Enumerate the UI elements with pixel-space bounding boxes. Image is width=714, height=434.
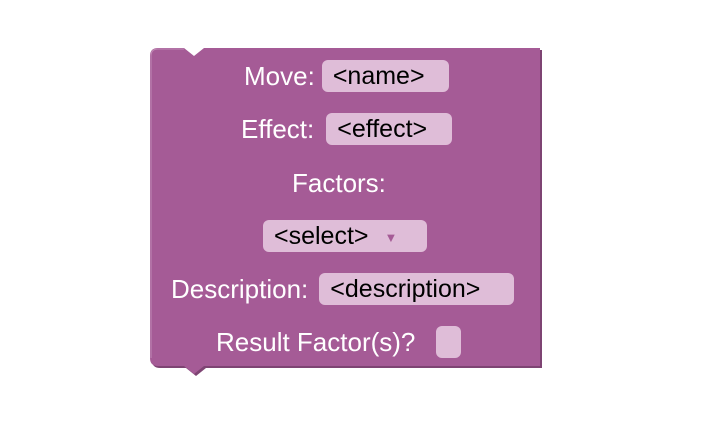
move-label: Move:: [244, 60, 315, 91]
result-factors-checkbox[interactable]: [436, 326, 462, 358]
description-label: Description:: [171, 273, 309, 304]
result-factors-label: Result Factor(s)?: [216, 326, 416, 357]
block-highlight: [150, 48, 184, 358]
factors-label: Factors:: [292, 167, 386, 198]
factors-select-row: <select> ▼: [263, 219, 427, 253]
effect-label: Effect:: [241, 113, 315, 144]
effect-field[interactable]: <effect>: [326, 113, 453, 145]
description-field[interactable]: <description>: [319, 273, 515, 305]
result-row: Result Factor(s)?: [216, 325, 462, 359]
factors-row: Factors:: [292, 166, 386, 200]
description-row: Description: <description>: [171, 272, 515, 306]
move-row: Move: <name>: [244, 59, 449, 93]
factors-select-value: <select>: [274, 221, 369, 250]
effect-row: Effect: <effect>: [241, 112, 453, 146]
factors-select-dropdown[interactable]: <select> ▼: [263, 220, 427, 252]
move-name-field[interactable]: <name>: [321, 60, 449, 92]
chevron-down-icon: ▼: [384, 229, 398, 245]
